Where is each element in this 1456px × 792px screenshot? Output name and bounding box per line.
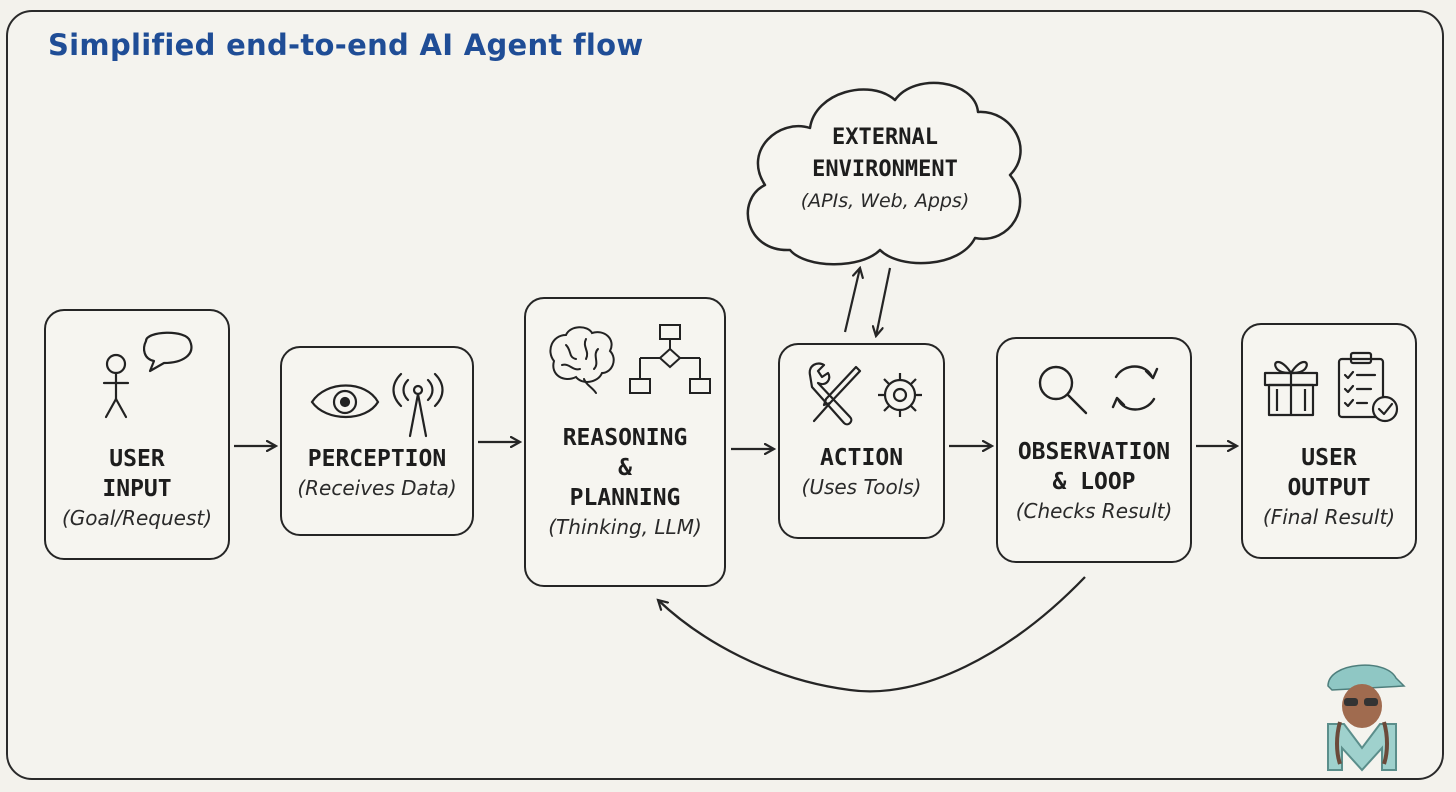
environment-cloud-icon bbox=[746, 81, 1022, 266]
magnifier-icon bbox=[1038, 365, 1088, 415]
node-sublabel: (Final Result) bbox=[1262, 505, 1396, 529]
wrench-screwdriver-icon bbox=[808, 362, 862, 426]
refresh-icon bbox=[1111, 365, 1159, 411]
node-label: USER INPUT bbox=[102, 446, 172, 502]
diagram-title: Simplified end-to-end AI Agent flow bbox=[48, 28, 644, 62]
node-label: USER OUTPUT bbox=[1287, 445, 1371, 501]
speech-bubble-icon bbox=[143, 331, 193, 373]
brain-icon bbox=[549, 326, 615, 394]
arrow-action-to-environment bbox=[843, 268, 860, 333]
node-reasoning-planning: REASONING & PLANNING (Thinking, LLM) bbox=[524, 297, 726, 587]
logo-icon bbox=[1327, 664, 1406, 772]
node-sublabel: (Receives Data) bbox=[297, 476, 457, 500]
node-sublabel: (Goal/Request) bbox=[61, 506, 213, 530]
node-sublabel: (Uses Tools) bbox=[801, 475, 922, 499]
gear-icon bbox=[878, 373, 922, 417]
node-label: PERCEPTION bbox=[307, 446, 447, 472]
arrow-environment-to-action bbox=[876, 267, 892, 336]
node-user-input: USER INPUT (Goal/Request) bbox=[44, 309, 230, 560]
stick-figure-icon bbox=[102, 353, 130, 419]
node-action: ACTION (Uses Tools) bbox=[778, 343, 945, 539]
clipboard-check-icon bbox=[1337, 351, 1399, 423]
node-label: OBSERVATION & LOOP bbox=[1017, 439, 1171, 495]
environment-node: EXTERNAL ENVIRONMENT (APIs, Web, Apps) bbox=[760, 122, 1010, 216]
node-user-output: USER OUTPUT (Final Result) bbox=[1241, 323, 1417, 559]
flowchart-icon bbox=[629, 324, 711, 394]
node-label: REASONING & PLANNING bbox=[562, 425, 688, 511]
antenna-icon bbox=[392, 372, 444, 438]
node-sublabel: (Thinking, LLM) bbox=[548, 515, 702, 539]
node-sublabel: (Checks Result) bbox=[1015, 499, 1173, 523]
node-observation-loop: OBSERVATION & LOOP (Checks Result) bbox=[996, 337, 1192, 563]
environment-label: EXTERNAL ENVIRONMENT bbox=[812, 125, 958, 182]
eye-icon bbox=[310, 384, 380, 419]
node-label: ACTION bbox=[819, 445, 904, 471]
environment-sublabel: (APIs, Web, Apps) bbox=[800, 190, 970, 212]
gift-icon bbox=[1263, 360, 1319, 417]
loop-back-arrow bbox=[658, 576, 1086, 693]
node-perception: PERCEPTION (Receives Data) bbox=[280, 346, 474, 536]
